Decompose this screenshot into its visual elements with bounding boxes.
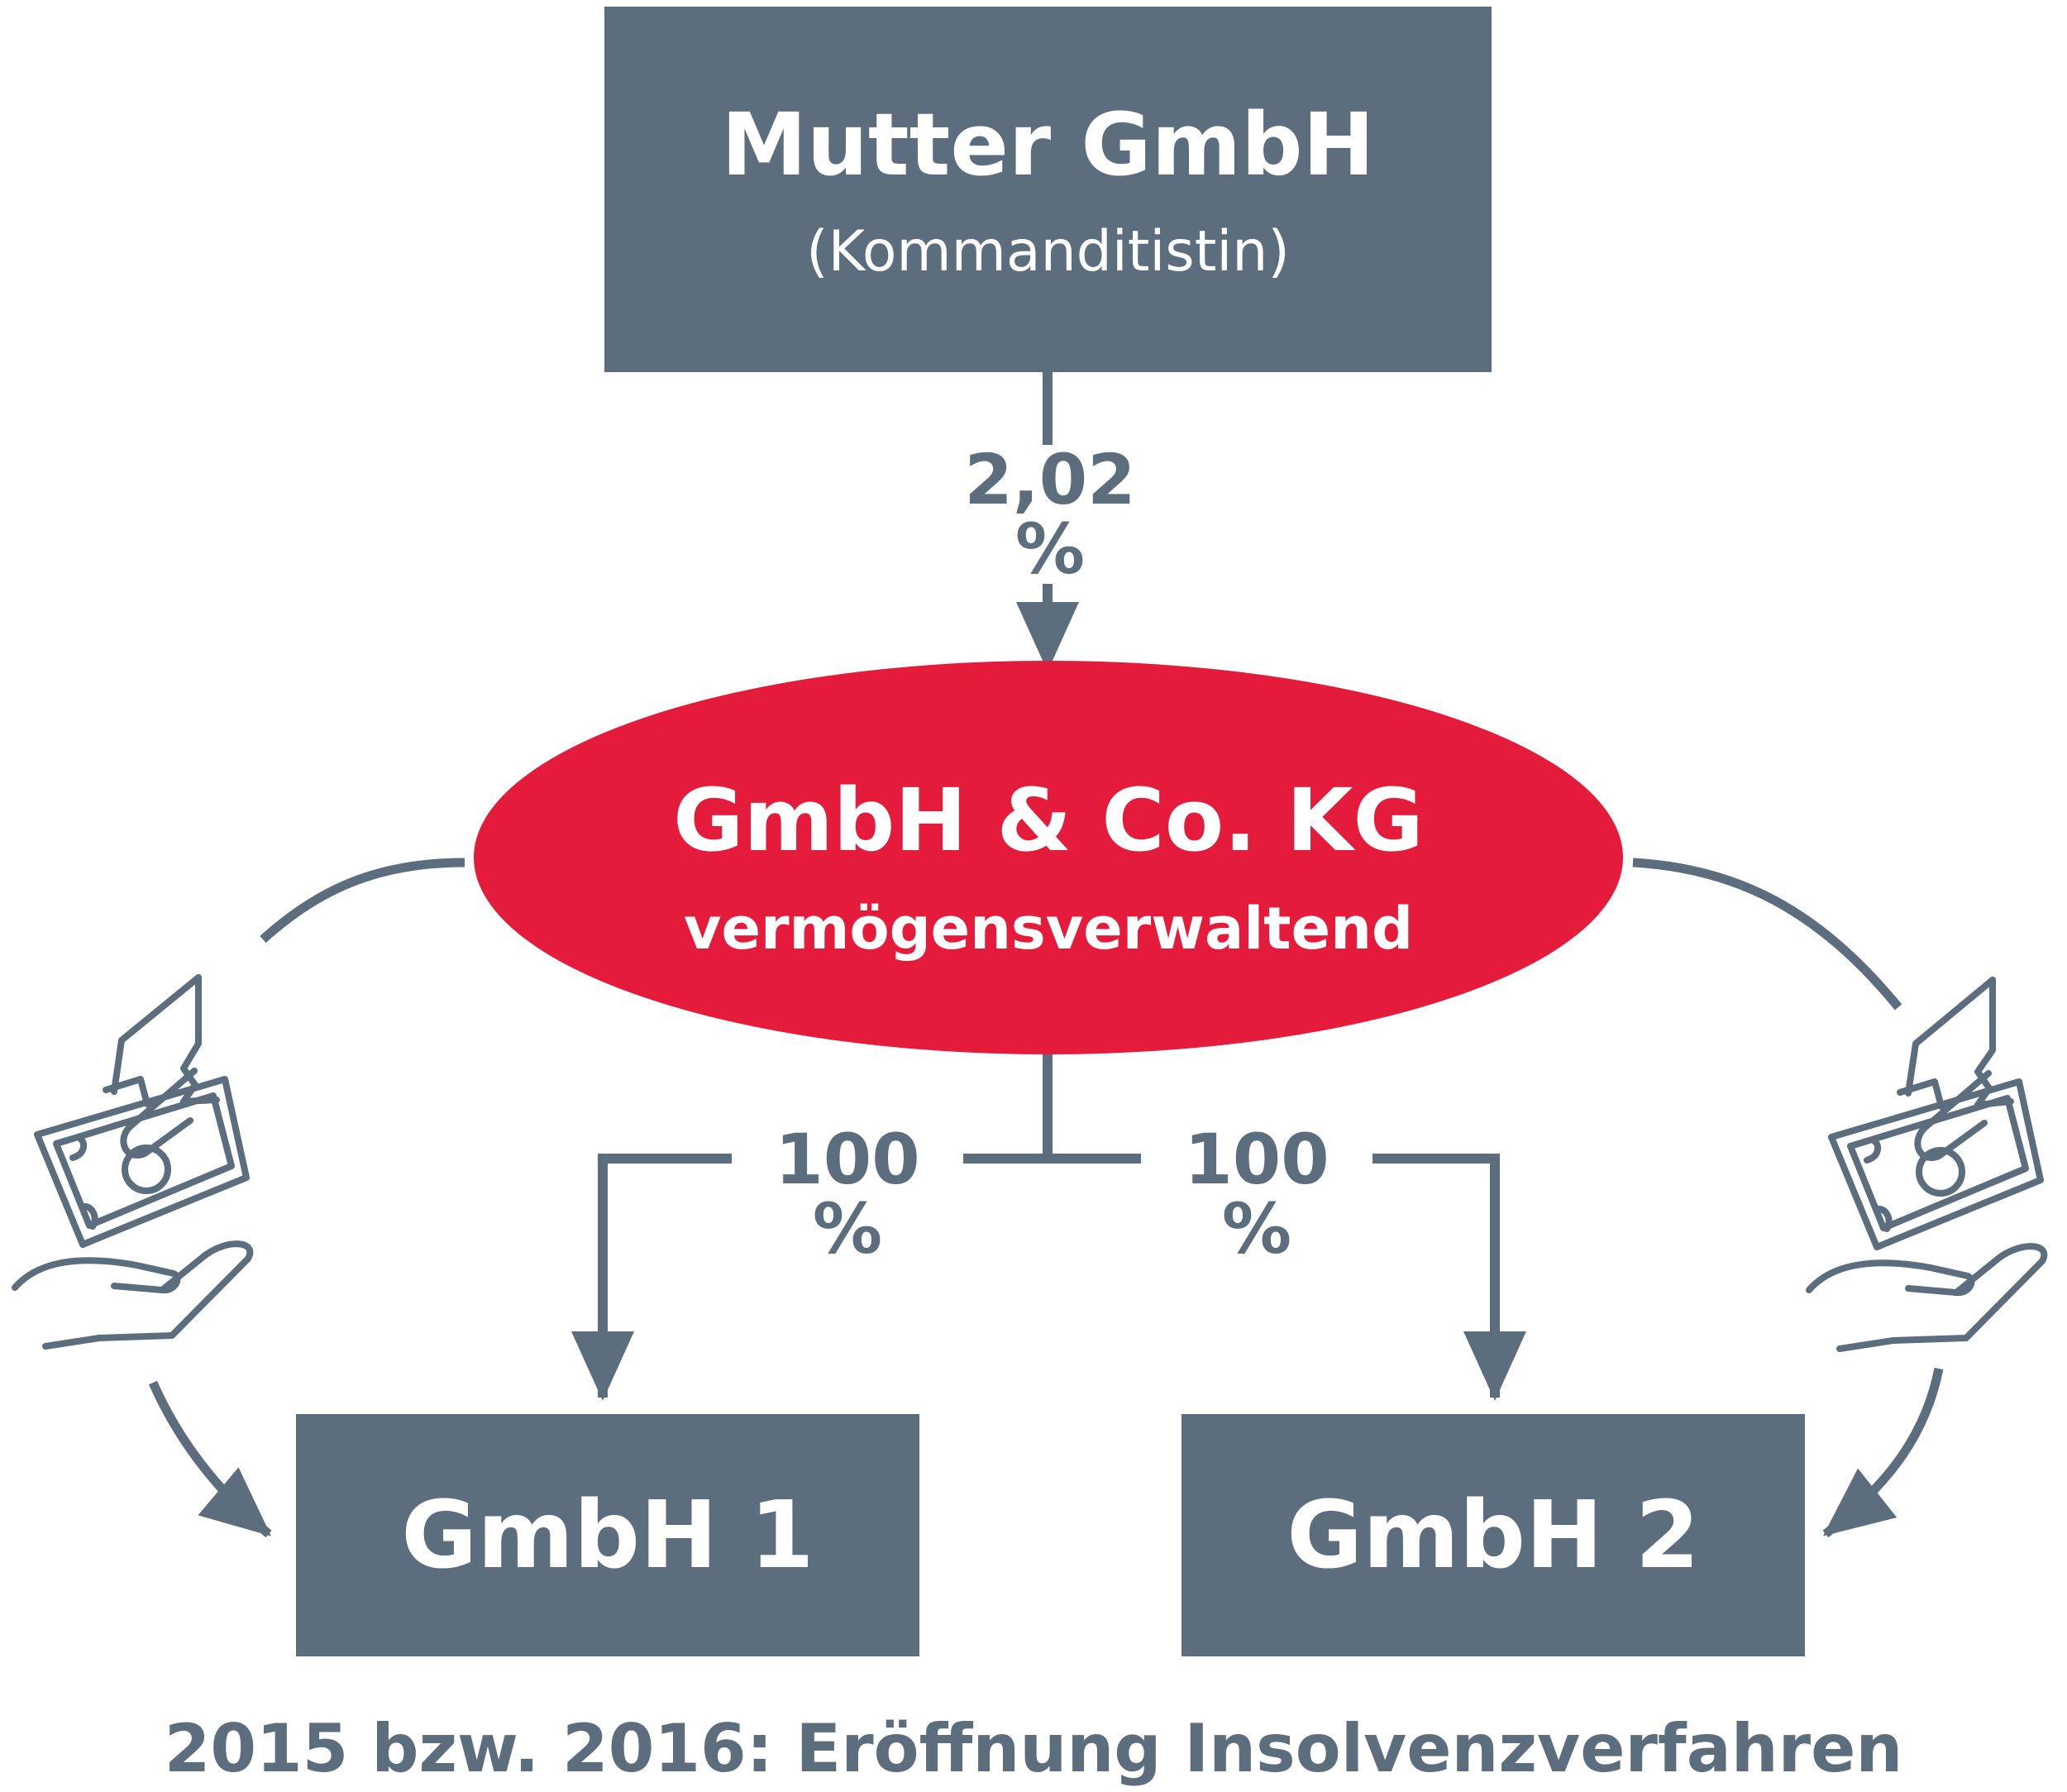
kg-subtitle: vermögensverwaltend [683, 895, 1414, 963]
kg-title: GmbH & Co. KG [673, 770, 1424, 871]
gmbh2-label: GmbH 2 [1287, 1481, 1700, 1589]
left-upper-arc [260, 858, 465, 944]
gmbh1-label: GmbH 1 [401, 1481, 814, 1589]
money-handover-icon [1806, 977, 2048, 1352]
mother-gmbh-title: Mutter GmbH [721, 94, 1375, 195]
right-upper-arc [1632, 858, 1902, 1011]
right-lower-arc [1822, 1367, 1944, 1538]
mother-gmbh-box: Mutter GmbH (Kommanditistin) [604, 7, 1492, 372]
gmbh1-box: GmbH 1 [296, 1414, 919, 1656]
footer-caption: 2015 bzw. 2016: Eröffnung Insolvenzverfa… [164, 1710, 1903, 1787]
left-lower-arc [148, 1380, 272, 1538]
kg-ellipse [474, 661, 1623, 1054]
money-handover-icon [12, 974, 254, 1350]
mother-gmbh-subtitle: (Kommanditistin) [806, 219, 1290, 284]
gmbh2-box: GmbH 2 [1181, 1414, 1805, 1656]
share-label-gmbh1: 100 % [732, 1125, 963, 1264]
share-label-mother: 2,02 % [918, 445, 1182, 584]
share-label-gmbh2: 100 % [1141, 1125, 1372, 1264]
